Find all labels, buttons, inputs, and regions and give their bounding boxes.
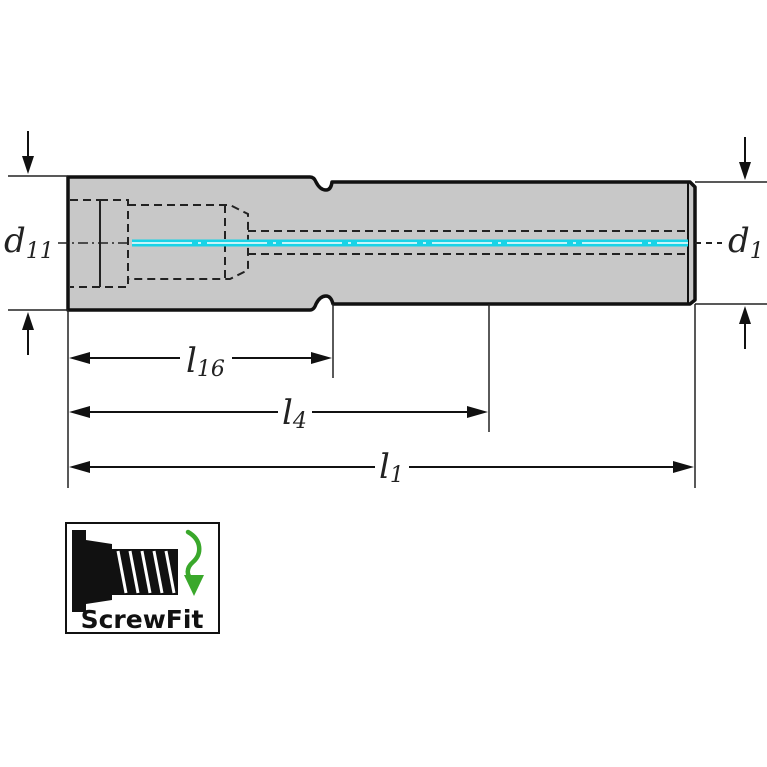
l1-label-sub: 1 [390,463,404,488]
l16-label-backing [180,344,232,374]
l16-arrow-left [69,352,90,364]
l16-label-sub: 16 [197,357,225,382]
d11-arrow-top-head [22,156,34,174]
l1-arrow-right [673,461,694,473]
thread-groove [140,550,152,594]
d1-label-sub: 1 [750,239,764,264]
d11-label-main: d [4,221,26,261]
logo-text: ScrewFit [81,605,204,634]
screw-thread-grooves [116,550,176,594]
d1-arrow-bottom-head [739,306,751,324]
l1-label: l1 [379,447,404,488]
screw-head [72,530,86,612]
l16-arrow-right [311,352,332,364]
l1-arrow-left [69,461,90,473]
thread-groove [164,550,176,594]
d1-arrow-top-head [739,162,751,180]
d11-arrow-bottom-head [22,312,34,330]
thread-groove [152,550,164,594]
d11-label-sub: 11 [26,239,54,264]
screw-shank [86,540,112,604]
diameter-arrows [22,131,751,355]
d11-label: d11 [4,221,54,264]
l4-label-main: l [282,393,293,433]
thread-groove [116,550,128,594]
d1-label-main: d [728,221,750,261]
rotate-arrow-head [184,575,204,596]
extension-lines [8,175,767,488]
l16-label-main: l [186,341,197,381]
d1-label: d1 [728,221,764,264]
l4-label: l4 [282,393,307,434]
thread-groove [128,550,140,594]
l4-arrow-right [467,406,488,418]
l1-label-backing [375,452,409,482]
screw-thread-hidden-outline [70,199,101,288]
screwfit-logo: ScrewFit [65,522,220,634]
l4-arrow-left [69,406,90,418]
screw-thread-icon [72,530,178,612]
l4-label-sub: 4 [292,409,307,434]
rotate-arrow-icon [184,529,204,596]
l16-label: l16 [186,341,225,382]
l1-label-main: l [379,447,390,487]
l4-label-backing [278,398,312,428]
